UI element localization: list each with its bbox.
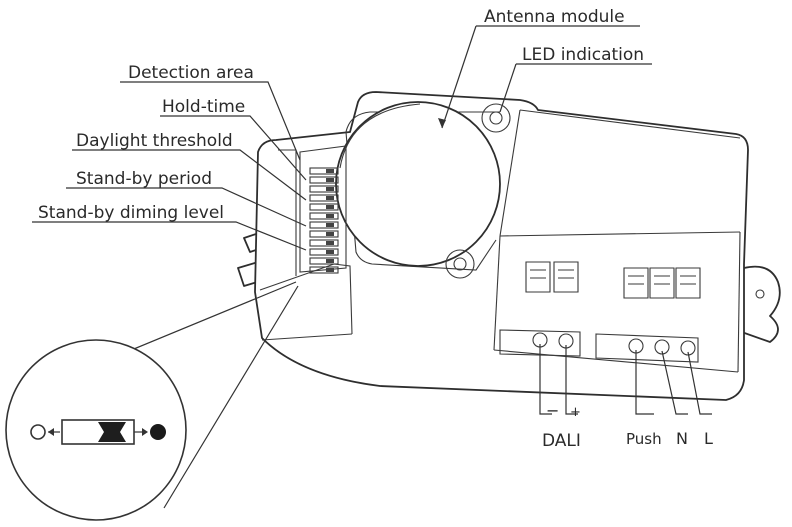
dip-switch-knob	[326, 232, 334, 236]
off-position-icon	[30, 424, 46, 440]
dip-switch-knob	[326, 250, 334, 254]
dip-switch	[309, 257, 339, 265]
dali-plus-label: +	[570, 405, 581, 420]
terminal-lever	[649, 267, 675, 299]
dali-label: DALI	[542, 431, 581, 451]
dip-switch-bank	[299, 145, 347, 274]
dip-switch	[309, 266, 339, 274]
arrow-left-icon	[48, 428, 54, 436]
terminal-lever	[675, 267, 701, 299]
detection-area-label: Detection area	[128, 63, 254, 83]
switch-magnifier	[5, 281, 299, 521]
dip-switch-knob	[326, 169, 334, 173]
dip-switch	[309, 203, 339, 211]
dip-switch	[309, 194, 339, 202]
standby-period-label: Stand-by period	[76, 169, 212, 189]
dip-switch	[309, 185, 339, 193]
arrow-right-icon	[142, 428, 148, 436]
dip-switch-knob	[326, 205, 334, 209]
dip-switch	[309, 221, 339, 229]
dip-switch-knob	[326, 268, 334, 272]
antenna-callout	[438, 25, 640, 129]
daylight-threshold-label: Daylight threshold	[76, 131, 233, 151]
dip-switch	[309, 230, 339, 238]
dip-switch	[309, 167, 339, 175]
dip-switch-knob	[326, 196, 334, 200]
dip-switch	[309, 248, 339, 256]
antenna-module-label: Antenna module	[484, 7, 625, 27]
n-label: N	[676, 429, 688, 448]
dip-callouts	[32, 81, 307, 251]
dip-switch-knob	[326, 223, 334, 227]
led-callout	[499, 63, 652, 113]
dip-switch	[309, 239, 339, 247]
dip-switch-knob	[326, 259, 334, 263]
led-indication-label: LED indication	[522, 45, 644, 65]
terminal-lever	[553, 261, 579, 293]
terminal-levers	[525, 261, 701, 299]
dip-switch-knob	[326, 178, 334, 182]
terminal-lever	[623, 267, 649, 299]
device-housing	[237, 91, 781, 401]
on-position-icon	[150, 424, 166, 440]
dip-switch	[309, 176, 339, 184]
switch-slider-icon	[98, 422, 126, 442]
hold-time-label: Hold-time	[162, 97, 245, 117]
dip-switch	[309, 212, 339, 220]
standby-dimming-level-label: Stand-by diming level	[38, 203, 224, 223]
dip-switch-knob	[326, 214, 334, 218]
dip-switch-knob	[326, 187, 334, 191]
terminal-lever	[525, 261, 551, 293]
push-label: Push	[626, 430, 662, 448]
terminal-leaders	[539, 344, 712, 415]
dali-minus-label: −	[546, 401, 559, 420]
l-label: L	[704, 429, 713, 448]
dip-switch-knob	[326, 241, 334, 245]
